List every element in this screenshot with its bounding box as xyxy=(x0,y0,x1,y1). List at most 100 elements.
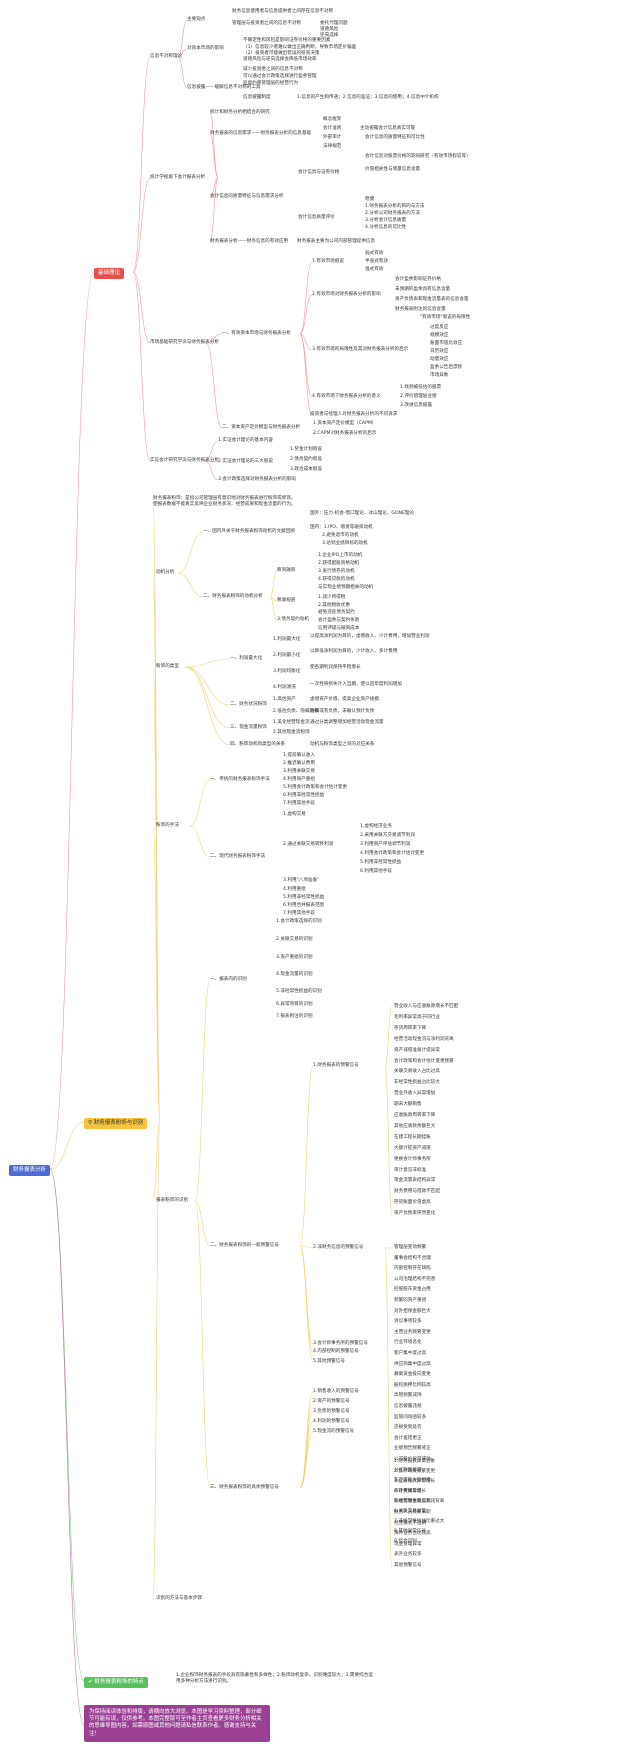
mind-map-node[interactable]: 一、报表内的识别 xyxy=(210,977,247,982)
mind-map-node[interactable]: 3.分析会计信息质量 xyxy=(365,218,407,223)
mind-map-node[interactable]: 4.获得贷款的动机 xyxy=(318,577,355,582)
mind-map-node[interactable]: 4.分析信息的可比性 xyxy=(365,225,407,230)
mind-map-node[interactable]: 盈余公告后漂移 xyxy=(430,365,463,370)
red-flag-item[interactable]: 海外业务占比较高 xyxy=(394,1531,431,1537)
mind-map-node[interactable]: 8.其他异常信号 xyxy=(394,1529,426,1534)
red-flag-item[interactable]: 高管频繁减持 xyxy=(394,1393,422,1399)
mind-map-node[interactable]: 7.非经常性损益比重过大 xyxy=(394,1519,445,1524)
mind-map-node[interactable]: 6.异常项目的识别 xyxy=(276,1002,313,1007)
mind-map-node[interactable]: 主要观点 xyxy=(187,17,206,22)
mind-map-node[interactable]: 账面市值比效应 xyxy=(430,341,463,346)
mind-map-node[interactable]: 会计盈余与契约条款 xyxy=(318,618,360,623)
mind-map-node[interactable]: 1.高估资产 xyxy=(273,697,296,702)
mind-map-node[interactable]: 1.会计政策选择的识别 xyxy=(276,919,322,924)
mind-map-node[interactable]: 以降低净利润为目的，少计收入、多计费用 xyxy=(310,649,398,654)
mind-map-node[interactable]: 2.采用关联方交易调节利润 xyxy=(360,833,415,838)
mind-map-node[interactable]: 4.现金流量的识别 xyxy=(276,972,313,977)
mind-map-node[interactable]: 5.利用非经常性损益 xyxy=(360,860,402,865)
mind-map-node[interactable]: 1.利润最大化 xyxy=(273,637,301,642)
mind-map-node[interactable]: 隐瞒或有负债，未确认预计负债 xyxy=(310,709,375,714)
red-flag-item[interactable]: 营业收入与应收账款增长不匹配 xyxy=(394,1004,459,1009)
mind-map-node[interactable]: 5.其他预警信号 xyxy=(313,1359,345,1364)
mind-map-node[interactable]: 一次性将损失计入当期，使以后年度利润增加 xyxy=(310,682,402,687)
red-flag-item[interactable]: 行业环境恶化 xyxy=(394,1340,422,1346)
red-flag-item[interactable]: 董事会结构不合理 xyxy=(394,1255,431,1261)
mind-map-node[interactable]: 3.改进信息披露 xyxy=(400,403,432,408)
mind-map-node[interactable]: 报表粉饰的识别 xyxy=(156,1198,189,1203)
mind-map-node[interactable]: 一、有效资本市场与财务报表分析 xyxy=(222,331,291,336)
mind-map-node[interactable]: 7.报表附注的识别 xyxy=(276,1014,313,1019)
mind-map-node[interactable]: 会计盈余影响证券价格 xyxy=(395,277,441,282)
mind-map-node[interactable]: 1.财务报表异常迹象 xyxy=(394,1459,436,1464)
mind-map-node[interactable]: 1.找到被低估的股票 xyxy=(400,385,442,390)
mind-map-node[interactable]: 信息披露制度 xyxy=(243,95,271,100)
mind-map-node[interactable]: 可以通过会计政策选择进行盈余管理 xyxy=(243,74,317,79)
mind-map-node[interactable]: 会计信息对股票价格的影响研究（有效市场假说等） xyxy=(365,154,471,159)
red-flag-item[interactable]: 财务费用与借款不匹配 xyxy=(394,1189,440,1195)
mind-map-node[interactable]: （1）信息较少者难以做出正确判断，导致市场定价偏差 xyxy=(243,45,357,50)
mind-map-node[interactable]: 2.实证会计理论的三大假说 xyxy=(218,459,273,464)
red-flag-item[interactable]: 监管问询函较多 xyxy=(394,1414,427,1420)
mind-map-node[interactable]: 概念框架 xyxy=(323,117,342,122)
mind-map-node[interactable]: 5.现金流的预警信号 xyxy=(313,1429,355,1434)
branch-features[interactable]: ✔ 财务报表粉饰的特点 xyxy=(84,1677,148,1688)
mind-map-node[interactable]: 1.实证会计理论的基本内容 xyxy=(218,438,273,443)
red-flag-item[interactable]: 经营模式不透明 xyxy=(394,1520,427,1526)
red-flag-item[interactable]: 客户集中度过高 xyxy=(394,1351,427,1356)
red-flag-item[interactable]: 公司股价异常波动 xyxy=(394,1457,431,1462)
mind-map-node[interactable]: 1.美化经营现金流 xyxy=(273,720,310,725)
mind-map-node[interactable]: 2.低估负债、隐瞒负债 xyxy=(273,709,319,714)
mind-map-node[interactable]: "有效市场"假说的局限性 xyxy=(420,315,471,320)
red-flag-item[interactable]: 分红政策异常 xyxy=(394,1467,422,1473)
red-flag-item[interactable]: 会计差错更正 xyxy=(394,1435,422,1441)
red-flag-item[interactable]: 其他预警信号 xyxy=(394,1563,422,1568)
red-flag-item[interactable]: 资产减值准备计提异常 xyxy=(394,1047,440,1053)
mind-map-node[interactable]: 识别的方法与基本步骤 xyxy=(156,1596,202,1601)
mind-map-node[interactable]: 2.CAPM对财务报表分析的启示 xyxy=(313,431,377,436)
red-flag-item[interactable]: 主营业务频繁变更 xyxy=(394,1329,431,1335)
mind-map-node[interactable]: 1.虚构交易 xyxy=(283,812,306,817)
mind-map-node[interactable]: 9.综合识别 xyxy=(394,1539,417,1544)
mind-map-node[interactable]: 4.利润清洗 xyxy=(273,685,296,690)
mind-map-node[interactable]: 逆向选择 xyxy=(320,33,339,38)
mind-map-node[interactable]: 法律规范 xyxy=(323,144,342,149)
mind-map-node[interactable]: 3.利用资产评估调节利润 xyxy=(360,842,411,847)
mind-map-node[interactable]: 二、财务报表粉饰的动机分析 xyxy=(203,594,263,599)
mind-map-node[interactable]: 2.关联交易的识别 xyxy=(276,937,313,942)
mind-map-node[interactable]: 4.有效市场下财务报表分析的意义 xyxy=(312,394,381,399)
mind-map-node[interactable]: 税收规避 xyxy=(277,598,296,603)
mind-map-node[interactable]: 1.提前确认收入 xyxy=(283,753,315,758)
red-flag-item[interactable]: 经营活动现金流与净利润背离 xyxy=(394,1036,454,1042)
mind-map-node[interactable]: 2.有效市场对财务报表分析的影响 xyxy=(312,292,381,297)
red-flag-item[interactable]: 在建工程长期挂账 xyxy=(394,1134,431,1140)
mind-map-node[interactable]: 三、财务报表粉饰的具体预警信号 xyxy=(210,1485,279,1490)
mind-map-node[interactable]: 信用评级与融资成本 xyxy=(318,626,360,631)
red-flag-item[interactable]: 非正常的大额捐赠 xyxy=(394,1478,431,1484)
mind-map-node[interactable]: 3.会计政策选择对财务报表分析的影响 xyxy=(218,477,296,482)
mind-map-node[interactable]: 3.资产重组的识别 xyxy=(276,955,313,960)
mind-map-node[interactable]: 粉饰的手法 xyxy=(156,823,179,828)
mind-map-node[interactable]: 统计和财务分析相结合的研究 xyxy=(210,110,270,115)
mind-map-node[interactable]: 国外：压力-机会-借口理论、冰山理论、GONE理论 xyxy=(310,511,415,516)
mind-map-node[interactable]: 5.利用会计政策和会计估计变更 xyxy=(283,785,348,790)
mind-map-node[interactable]: 7.利用其他手段 xyxy=(283,801,315,806)
red-flag-item[interactable]: 现金管理异常 xyxy=(394,1541,422,1547)
mind-map-node[interactable]: 粉饰的类型 xyxy=(156,664,179,669)
branch-basic-theory[interactable]: 基础理论 xyxy=(94,268,125,279)
mind-map-node[interactable]: 一、利润最大化 xyxy=(230,656,263,661)
red-flag-item[interactable]: 非经常性损益占比较大 xyxy=(394,1080,440,1086)
mind-map-node[interactable]: 3.利润均衡化 xyxy=(273,669,301,674)
red-flag-item[interactable]: 供应商集中度过高 xyxy=(394,1361,431,1367)
red-flag-item[interactable]: 关联交易收入占比过高 xyxy=(394,1069,440,1075)
mind-map-node[interactable]: 2.其他现金流粉饰 xyxy=(273,730,310,735)
mind-map-node[interactable]: 3.发行债券的动机 xyxy=(318,569,355,574)
mind-map-node[interactable]: 财务报表分析——财务信息的有效应用 xyxy=(210,239,289,244)
mind-map-node[interactable]: 财务信息使用者与信息提供者之间存在信息不对称 xyxy=(232,9,334,14)
mind-map-node[interactable]: 3.利用"八项准备" xyxy=(283,878,320,883)
mind-map-node[interactable]: 会计信息质量评价 xyxy=(298,215,335,220)
red-flag-item[interactable]: 现金流量表结构异常 xyxy=(394,1178,436,1184)
mind-map-node[interactable]: 三、现金流量粉饰 xyxy=(230,725,267,730)
mind-map-node[interactable]: 2.通过关联交易转移利润 xyxy=(283,842,334,847)
mind-map-node[interactable]: 弱式有效 xyxy=(365,251,384,256)
mind-map-node[interactable]: 避免违反债务契约 xyxy=(318,610,355,615)
